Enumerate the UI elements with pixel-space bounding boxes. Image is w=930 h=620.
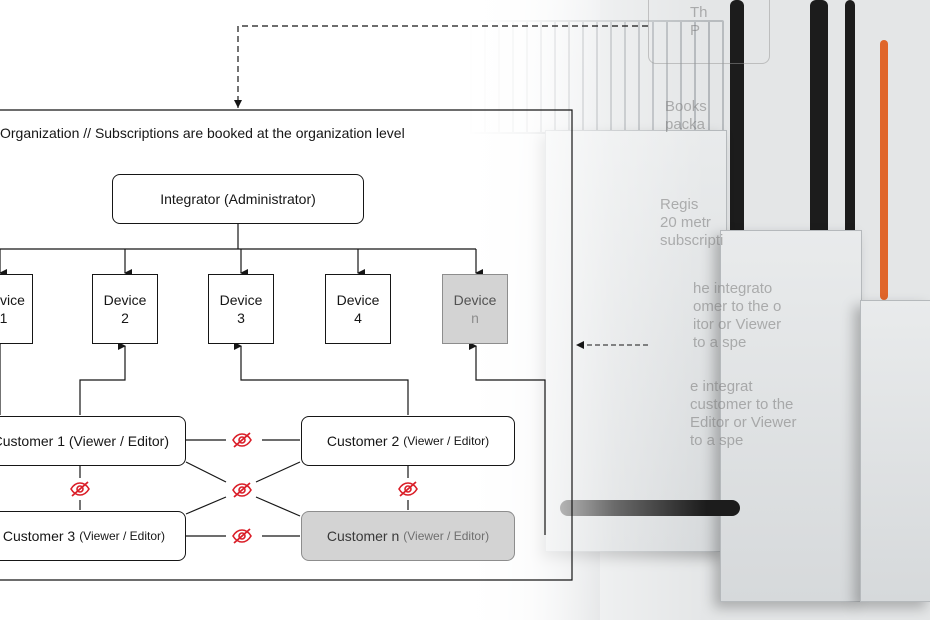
organization-title: Organization // Subscriptions are booked… bbox=[0, 125, 405, 141]
device-number: n bbox=[471, 310, 479, 326]
ghost-step-box bbox=[648, 0, 770, 64]
eye-slash-icon bbox=[232, 528, 252, 544]
integrator-node: Integrator (Administrator) bbox=[112, 174, 364, 224]
customer-3-node: Customer 3 (Viewer / Editor) bbox=[0, 511, 186, 561]
arrow-head bbox=[234, 100, 242, 108]
ghost-step-text: Books packa bbox=[665, 98, 707, 133]
device-label: Device bbox=[103, 292, 147, 308]
ghost-step-text: he integrato omer to the o itor or Viewe… bbox=[693, 280, 782, 351]
customer-role: (Viewer / Editor) bbox=[403, 434, 490, 448]
device-number: 1 bbox=[0, 310, 8, 326]
device-number: 2 bbox=[121, 310, 129, 326]
device-4-node: Device 4 bbox=[325, 274, 391, 344]
eye-slash-icon bbox=[232, 432, 252, 448]
customer-label: Customer 3 bbox=[2, 528, 76, 544]
integrator-label: Integrator (Administrator) bbox=[160, 191, 316, 207]
device-label: Device bbox=[219, 292, 263, 308]
customer-2-node: Customer 2 (Viewer / Editor) bbox=[301, 416, 515, 466]
customer-role: (Viewer / Editor) bbox=[403, 529, 490, 543]
ghost-step-text: e integrat customer to the Editor or Vie… bbox=[690, 378, 797, 449]
device-label: Device bbox=[0, 292, 25, 308]
customer-label: Customer 1 (Viewer / Editor) bbox=[0, 433, 169, 449]
device-label: Device bbox=[336, 292, 380, 308]
customer-role: (Viewer / Editor) bbox=[79, 529, 165, 543]
ghost-step-text: Regis 20 metr subscripti bbox=[660, 196, 724, 249]
device-label: Device bbox=[453, 292, 497, 308]
customer-label: Customer n bbox=[326, 528, 400, 544]
eye-slash-icon bbox=[398, 481, 418, 497]
customer-1-node: Customer 1 (Viewer / Editor) bbox=[0, 416, 186, 466]
device-2-node: Device 2 bbox=[92, 274, 158, 344]
eye-slash-icon bbox=[232, 482, 252, 498]
arrow-head bbox=[576, 341, 584, 349]
device-3-node: Device 3 bbox=[208, 274, 274, 344]
organization-frame bbox=[0, 109, 573, 581]
customer-label: Customer 2 bbox=[326, 433, 400, 449]
device-number: 4 bbox=[354, 310, 362, 326]
ghost-step-text: Th P bbox=[690, 4, 708, 39]
customer-n-node: Customer n (Viewer / Editor) bbox=[301, 511, 515, 561]
device-number: 3 bbox=[237, 310, 245, 326]
device-1-node: Device 1 bbox=[0, 274, 33, 344]
device-n-node: Device n bbox=[442, 274, 508, 344]
eye-slash-icon bbox=[70, 481, 90, 497]
dashed-connector bbox=[237, 25, 648, 108]
